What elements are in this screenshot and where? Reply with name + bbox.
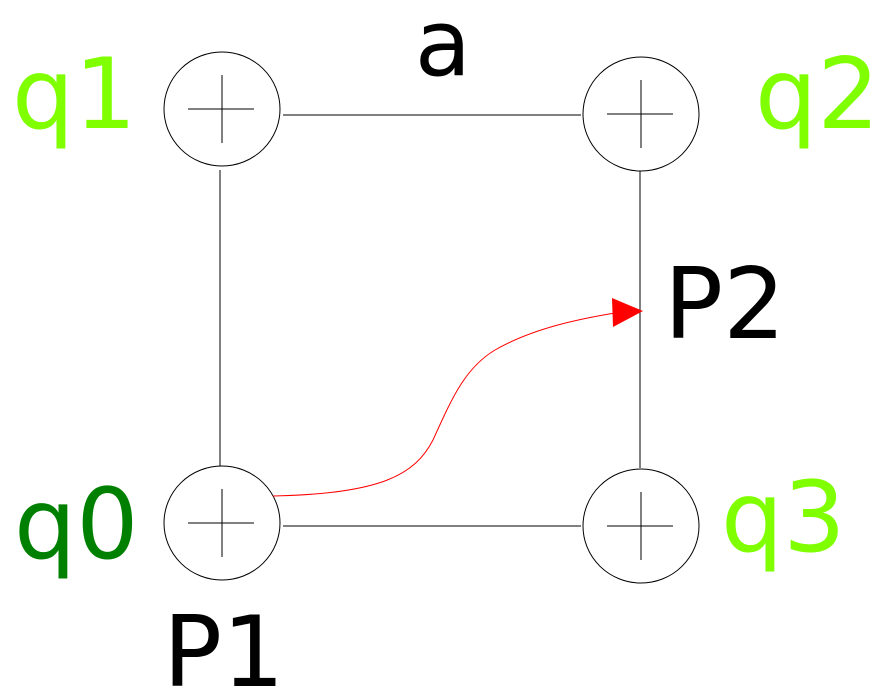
path-arrow [272, 312, 616, 497]
label-q1: q1 [12, 38, 137, 152]
label-a: a [415, 0, 471, 97]
label-q2: q2 [755, 38, 880, 152]
label-q0: q0 [14, 468, 139, 582]
node-q2 [582, 56, 700, 172]
arrowhead-icon [612, 298, 643, 327]
label-p1: P1 [163, 596, 284, 700]
label-q3: q3 [721, 461, 846, 575]
node-q1 [163, 51, 281, 167]
label-p2: P2 [664, 248, 785, 362]
node-q3 [582, 468, 700, 584]
node-q0 [163, 465, 281, 581]
